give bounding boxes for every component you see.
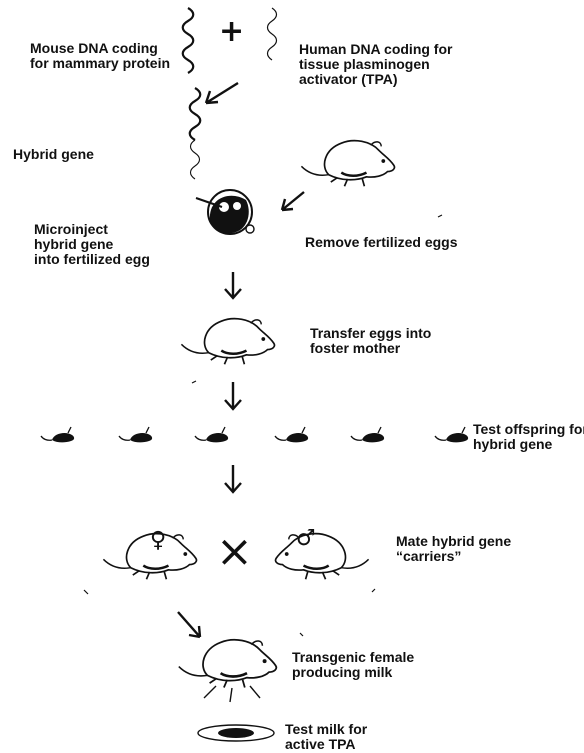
- remove-eggs-label: Remove fertilized eggs: [305, 235, 458, 250]
- female-symbol: ♀: [150, 528, 166, 553]
- arrow-icon: [206, 83, 238, 103]
- donor-mouse-icon: [301, 141, 394, 187]
- test-offspring-label: Test offspring for hybrid gene: [473, 422, 584, 452]
- arrow-icon: [225, 382, 241, 409]
- plus-symbol: +: [219, 14, 244, 49]
- arrow-icon: [282, 192, 304, 210]
- human-dna-label: Human DNA coding for tissue plasminogen …: [299, 42, 452, 87]
- petri-dish-icon: [198, 725, 274, 741]
- egg-cell-icon: [196, 190, 254, 234]
- cross-symbol: ×: [216, 526, 253, 577]
- offspring-mouse-icon: [275, 427, 308, 442]
- speck-marks: [84, 215, 442, 636]
- hybrid-gene-label: Hybrid gene: [13, 147, 94, 162]
- hybrid-gene-helix-icon: [190, 88, 201, 179]
- mouse-dna-label: Mouse DNA coding for mammary protein: [30, 41, 170, 71]
- offspring-mouse-icon: [351, 427, 384, 442]
- mate-carriers-label: Mate hybrid gene “carriers”: [396, 534, 511, 564]
- human-dna-helix-icon: [268, 8, 277, 60]
- offspring-mouse-icon: [435, 427, 468, 442]
- microinject-label: Microinject hybrid gene into fertilized …: [34, 222, 150, 267]
- male-mouse-icon: [276, 534, 369, 580]
- transgenic-female-label: Transgenic female producing milk: [292, 650, 414, 680]
- offspring-mouse-icon: [119, 427, 152, 442]
- arrow-icon: [225, 465, 241, 492]
- test-milk-label: Test milk for active TPA: [285, 722, 367, 752]
- offspring-mouse-icon: [195, 427, 228, 442]
- transfer-eggs-label: Transfer eggs into foster mother: [310, 326, 431, 356]
- arrow-icon: [225, 272, 241, 298]
- offspring-mouse-icon: [41, 427, 74, 442]
- foster-mother-mouse-icon: [181, 319, 274, 365]
- transgenic-female-mouse-icon: [179, 640, 276, 702]
- male-symbol: ♂: [296, 526, 316, 551]
- mouse-dna-helix-icon: [183, 8, 194, 73]
- arrow-icon: [178, 612, 200, 637]
